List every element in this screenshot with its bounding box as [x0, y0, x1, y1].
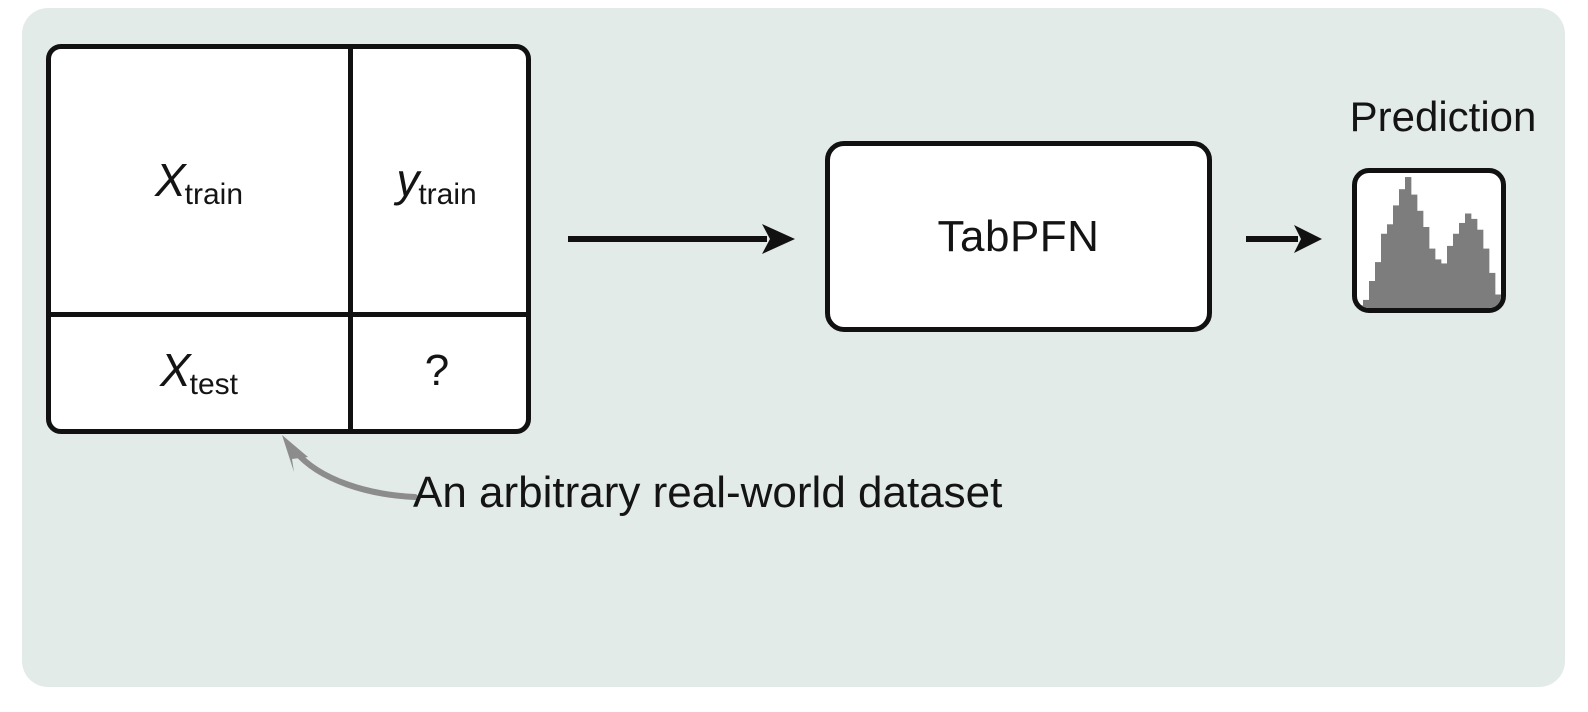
histogram-bar: [1381, 233, 1388, 308]
histogram-bar: [1399, 189, 1406, 308]
histogram-bar: [1495, 294, 1501, 308]
y-train-variable: y: [396, 154, 420, 206]
histogram-bar: [1435, 259, 1442, 308]
histogram-bar: [1423, 227, 1430, 308]
x-test-label: Xtest: [159, 344, 239, 400]
histogram-bar: [1411, 194, 1418, 308]
histogram-bar: [1429, 248, 1436, 308]
histogram-bar: [1453, 233, 1460, 308]
histogram-bar: [1447, 245, 1454, 308]
prediction-title: Prediction: [1349, 93, 1537, 140]
histogram-bar: [1387, 224, 1394, 308]
histogram-bar: [1477, 229, 1484, 308]
histogram-bar: [1393, 205, 1400, 308]
histogram-bar: [1405, 177, 1412, 308]
tabpfn-label: TabPFN: [937, 211, 1100, 261]
dataset-table: Xtrain ytrain Xtest ?: [46, 44, 531, 434]
histogram-bar: [1357, 305, 1364, 308]
histogram-bars: [1357, 177, 1501, 308]
table-cell-y-train: ytrain: [348, 49, 526, 312]
histogram-bar: [1363, 299, 1370, 308]
caption-text: An arbitrary real-world dataset: [413, 468, 1003, 517]
x-test-subscript: test: [189, 368, 239, 401]
x-train-subscript: train: [184, 178, 244, 211]
histogram-bar: [1471, 218, 1478, 308]
y-train-subscript: train: [418, 178, 477, 211]
prediction-histogram-chart: [1357, 177, 1501, 308]
histogram-bar: [1369, 281, 1376, 308]
question-mark-label: ?: [424, 345, 450, 395]
histogram-bar: [1417, 210, 1424, 308]
x-train-label: Xtrain: [154, 154, 244, 210]
histogram-bar: [1465, 213, 1472, 308]
prediction-histogram-box: [1352, 168, 1506, 313]
tabpfn-model-box: TabPFN: [825, 141, 1212, 332]
table-cell-unknown-target: ?: [348, 312, 526, 429]
table-cell-x-test: Xtest: [51, 312, 348, 429]
histogram-bar: [1459, 222, 1466, 308]
prediction-arrow-icon: [1246, 225, 1322, 253]
histogram-bar: [1441, 263, 1448, 308]
table-cell-x-train: Xtrain: [51, 49, 348, 312]
table-vertical-divider: [348, 49, 353, 429]
histogram-bar: [1489, 272, 1496, 308]
histogram-bar: [1375, 262, 1382, 308]
x-test-variable: X: [159, 344, 191, 396]
main-arrow-icon: [568, 224, 795, 254]
histogram-bar: [1483, 248, 1490, 308]
caption-pointer-arrow-icon: [282, 435, 418, 500]
table-horizontal-divider: [51, 312, 526, 317]
y-train-label: ytrain: [396, 154, 477, 210]
x-train-variable: X: [154, 154, 186, 206]
